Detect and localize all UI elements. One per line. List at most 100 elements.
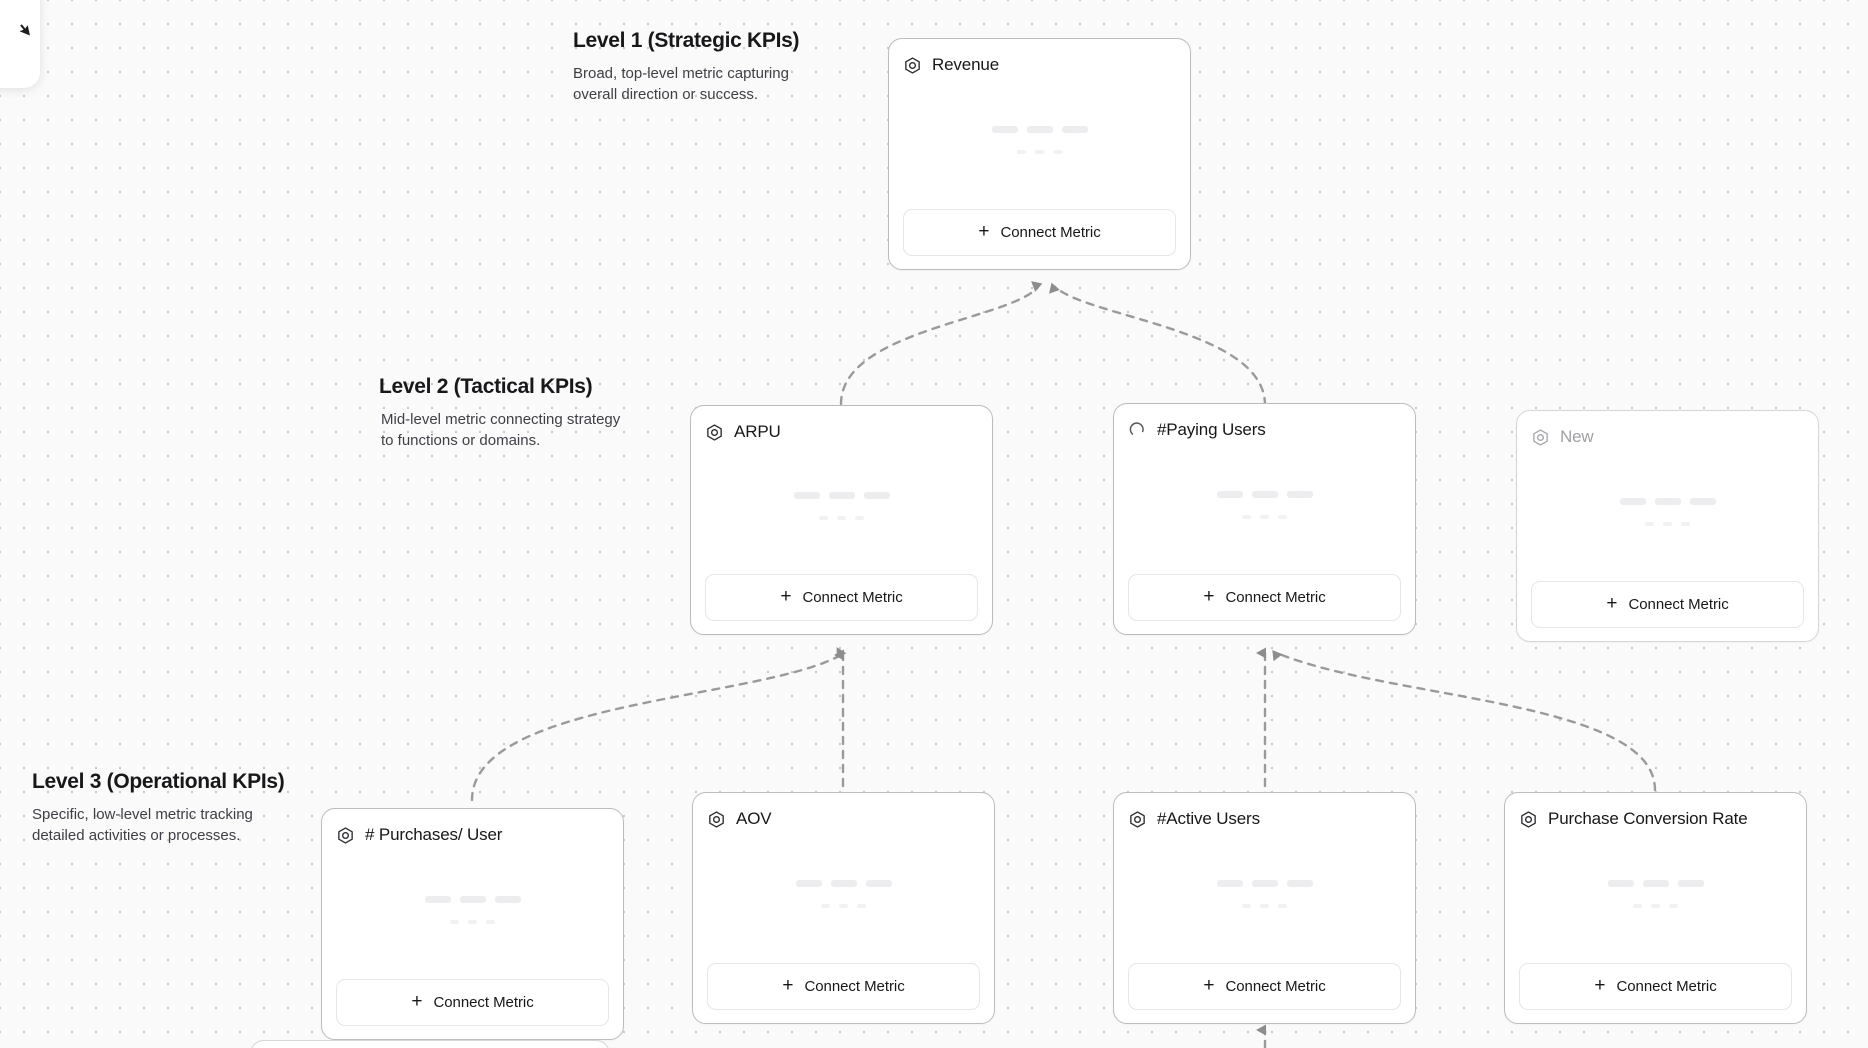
metric-card-arpu[interactable]: ARPU + Connect Metric [690, 405, 993, 635]
connect-metric-button[interactable]: + Connect Metric [1531, 581, 1804, 628]
metric-card-purchase-conversion-rate[interactable]: Purchase Conversion Rate + Connect Metri… [1504, 792, 1807, 1024]
connect-metric-label: Connect Metric [1225, 978, 1326, 995]
connect-metric-label: Connect Metric [1000, 224, 1101, 241]
skeleton-row-primary [1619, 498, 1716, 505]
skeleton-row-primary [795, 880, 892, 887]
skeleton-bar [863, 492, 890, 499]
skeleton-bar [1260, 515, 1269, 519]
plus-icon: + [978, 221, 990, 242]
skeleton-row-secondary [1633, 904, 1678, 908]
skeleton-bar [839, 904, 848, 908]
connect-metric-label: Connect Metric [433, 994, 534, 1011]
skeleton-bar [1242, 904, 1251, 908]
skeleton-row-secondary [819, 516, 864, 520]
hexagon-metric-icon [707, 423, 722, 441]
skeleton-bar [1260, 904, 1269, 908]
skeleton-bar [1251, 491, 1278, 498]
skeleton-bar [1278, 904, 1287, 908]
skeleton-bar [795, 880, 822, 887]
card-header: # Purchases/ User [336, 823, 609, 847]
hexagon-metric-icon [1521, 810, 1536, 828]
connect-metric-button[interactable]: + Connect Metric [903, 209, 1176, 256]
skeleton-bar [793, 492, 820, 499]
level-description: Mid-level metric connecting strategy to … [381, 411, 621, 449]
loading-spinner-icon [1129, 421, 1144, 435]
skeleton-row-secondary [821, 904, 866, 908]
card-header: #Active Users [1128, 807, 1401, 831]
skeleton-bar [424, 896, 451, 903]
metric-card-revenue[interactable]: Revenue + Connect Metric [888, 38, 1191, 270]
skeleton-bar [486, 920, 495, 924]
card-title: #Paying Users [1157, 420, 1266, 439]
connect-metric-button[interactable]: + Connect Metric [705, 574, 978, 621]
connect-metric-label: Connect Metric [1225, 589, 1326, 606]
card-skeleton-body [336, 847, 609, 979]
skeleton-bar [494, 896, 521, 903]
skeleton-bar [1216, 880, 1243, 887]
skeleton-bar [1061, 126, 1088, 133]
skeleton-bar [828, 492, 855, 499]
card-header: Revenue [903, 53, 1176, 77]
plus-icon: + [1606, 593, 1618, 614]
card-skeleton-body [1128, 831, 1401, 963]
skeleton-row-secondary [1242, 904, 1287, 908]
skeleton-row-secondary [1645, 522, 1690, 526]
skeleton-row-primary [991, 126, 1088, 133]
skeleton-row-primary [793, 492, 890, 499]
metric-card-aov[interactable]: AOV + Connect Metric [692, 792, 995, 1024]
card-skeleton-body [705, 444, 978, 574]
connect-metric-label: Connect Metric [1616, 978, 1717, 995]
skeleton-bar [468, 920, 477, 924]
plus-icon: + [780, 586, 792, 607]
skeleton-bar [855, 516, 864, 520]
card-title: New [1560, 427, 1594, 446]
level-title: Level 3 (Operational KPIs) [32, 770, 285, 793]
skeleton-bar [865, 880, 892, 887]
skeleton-bar [1654, 498, 1681, 505]
skeleton-bar [1677, 880, 1704, 887]
level-label-level-3: Level 3 (Operational KPIs) Specific, low… [32, 769, 285, 847]
card-title: Purchase Conversion Rate [1548, 809, 1748, 828]
connect-metric-label: Connect Metric [1628, 596, 1729, 613]
skeleton-bar [1619, 498, 1646, 505]
skeleton-row-secondary [1017, 150, 1062, 154]
card-title: AOV [736, 809, 772, 828]
hexagon-metric-icon [338, 826, 353, 844]
skeleton-bar [1242, 515, 1251, 519]
card-skeleton-body [1531, 449, 1804, 581]
skeleton-row-secondary [1242, 515, 1287, 519]
level-title: Level 1 (Strategic KPIs) [573, 29, 800, 52]
skeleton-bar [1681, 522, 1690, 526]
card-skeleton-body [1519, 831, 1792, 963]
metric-card-partial-offscreen[interactable] [250, 1040, 610, 1048]
hexagon-metric-icon [1533, 428, 1548, 446]
metric-card-paying-users[interactable]: #Paying Users + Connect Metric [1113, 403, 1416, 635]
skeleton-bar [450, 920, 459, 924]
floating-corner-panel[interactable] [0, 0, 40, 88]
card-title: #Active Users [1157, 809, 1260, 828]
skeleton-row-primary [1216, 880, 1313, 887]
connect-metric-button[interactable]: + Connect Metric [336, 979, 609, 1026]
skeleton-bar [459, 896, 486, 903]
plus-icon: + [1203, 975, 1215, 996]
hexagon-metric-icon [905, 56, 920, 74]
metric-card-active-users[interactable]: #Active Users + Connect Metric [1113, 792, 1416, 1024]
skeleton-bar [1663, 522, 1672, 526]
connect-metric-button[interactable]: + Connect Metric [707, 963, 980, 1010]
card-skeleton-body [707, 831, 980, 963]
skeleton-bar [1642, 880, 1669, 887]
connect-metric-button[interactable]: + Connect Metric [1128, 574, 1401, 621]
card-header: ARPU [705, 420, 978, 444]
metric-card-purchases-per-user[interactable]: # Purchases/ User + Connect Metric [321, 808, 624, 1040]
card-header: Purchase Conversion Rate [1519, 807, 1792, 831]
level-description: Broad, top-level metric capturing overal… [573, 65, 789, 103]
card-title: Revenue [932, 55, 999, 74]
skeleton-bar [857, 904, 866, 908]
connect-metric-button[interactable]: + Connect Metric [1519, 963, 1792, 1010]
level-label-level-2: Level 2 (Tactical KPIs) Mid-level metric… [379, 374, 629, 452]
card-header: AOV [707, 807, 980, 831]
card-header: New [1531, 425, 1804, 449]
metric-card-new[interactable]: New + Connect Metric [1516, 410, 1819, 642]
connect-metric-button[interactable]: + Connect Metric [1128, 963, 1401, 1010]
